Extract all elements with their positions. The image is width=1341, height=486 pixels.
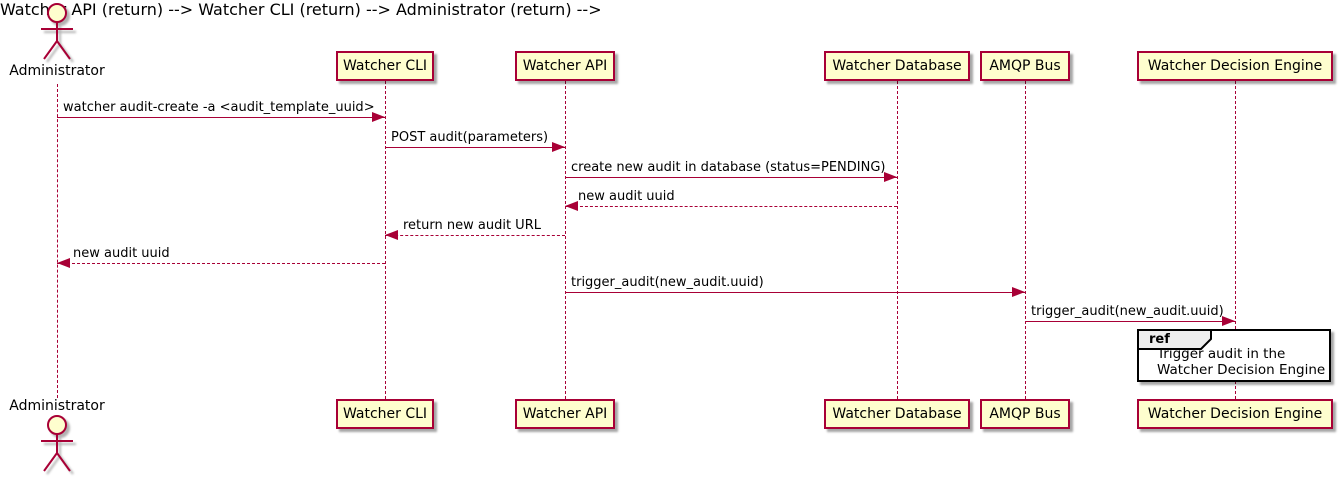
participant-watcher-decision-engine-bottom: Watcher Decision Engine xyxy=(1137,399,1333,429)
actor-label-administrator-bottom: Administrator xyxy=(9,398,105,414)
message-4-label: new audit uuid xyxy=(578,189,675,204)
participant-amqp-bus-top: AMQP Bus xyxy=(980,51,1070,81)
message-7-arrowhead-icon xyxy=(1012,287,1025,297)
ref-text: Trigger audit in the Watcher Decision En… xyxy=(1157,346,1325,378)
lifeline-watcher-database xyxy=(897,81,898,399)
lifeline-administrator xyxy=(57,84,58,398)
message-8-line xyxy=(1025,321,1235,322)
message-2-arrowhead-icon xyxy=(552,142,565,152)
message-4-line xyxy=(565,206,897,207)
participant-watcher-api-bottom: Watcher API xyxy=(515,399,615,429)
participant-label: Watcher API xyxy=(522,58,608,74)
participant-label: Watcher Database xyxy=(832,58,962,74)
message-3-line xyxy=(565,177,897,178)
message-3-label: create new audit in database (status=PEN… xyxy=(571,160,886,175)
message-8-arrowhead-icon xyxy=(1222,316,1235,326)
message-7-label: trigger_audit(new_audit.uuid) xyxy=(571,275,764,290)
participant-watcher-decision-engine-top: Watcher Decision Engine xyxy=(1137,51,1333,81)
participant-label: Watcher CLI xyxy=(342,406,428,422)
participant-label: Watcher Decision Engine xyxy=(1147,58,1323,74)
participant-watcher-cli-top: Watcher CLI xyxy=(336,51,434,81)
message-2-line xyxy=(385,147,565,148)
actor-icon xyxy=(36,2,78,68)
lifeline-amqp-bus xyxy=(1025,81,1026,399)
ref-fragment: ref Trigger audit in the Watcher Decisio… xyxy=(1137,329,1331,382)
message-6-label: new audit uuid xyxy=(73,246,170,261)
participant-label: Watcher API xyxy=(522,406,608,422)
message-5-line xyxy=(385,235,565,236)
participant-label: Watcher Database xyxy=(832,406,962,422)
message-5-label: return new audit URL xyxy=(403,218,541,233)
message-1-label: watcher audit-create -a <audit_template_… xyxy=(63,100,375,115)
ref-text-line-2: Watcher Decision Engine xyxy=(1157,362,1326,378)
participant-watcher-api-top: Watcher API xyxy=(515,51,615,81)
lifeline-watcher-api xyxy=(565,81,566,399)
participant-watcher-database-top: Watcher Database xyxy=(824,51,970,81)
lifeline-watcher-decision-engine xyxy=(1235,81,1236,399)
participant-watcher-database-bottom: Watcher Database xyxy=(824,399,970,429)
message-1-arrowhead-icon xyxy=(372,112,385,122)
message-2-label: POST audit(parameters) xyxy=(391,130,549,145)
participant-label: Watcher CLI xyxy=(342,58,428,74)
participant-label: Watcher Decision Engine xyxy=(1147,406,1323,422)
message-7-line xyxy=(565,292,1025,293)
message-1-line xyxy=(57,117,385,118)
message-8-label: trigger_audit(new_audit.uuid) xyxy=(1031,304,1224,319)
message-5-arrowhead-icon xyxy=(385,230,398,240)
actor-label-administrator-top: Administrator xyxy=(9,63,105,79)
ref-tag-icon xyxy=(1137,329,1213,354)
message-3-arrowhead-icon xyxy=(884,172,897,182)
ref-keyword: ref xyxy=(1149,332,1170,347)
message-4-arrowhead-icon xyxy=(565,201,578,211)
message-6-line xyxy=(57,263,385,264)
lifeline-watcher-cli xyxy=(385,81,386,399)
message-6-arrowhead-icon xyxy=(57,258,70,268)
participant-label: AMQP Bus xyxy=(989,58,1061,74)
ref-text-line-1: Trigger audit in the xyxy=(1157,346,1286,362)
participant-amqp-bus-bottom: AMQP Bus xyxy=(980,399,1070,429)
participant-label: AMQP Bus xyxy=(989,406,1061,422)
actor-icon xyxy=(36,414,78,480)
participant-watcher-cli-bottom: Watcher CLI xyxy=(336,399,434,429)
